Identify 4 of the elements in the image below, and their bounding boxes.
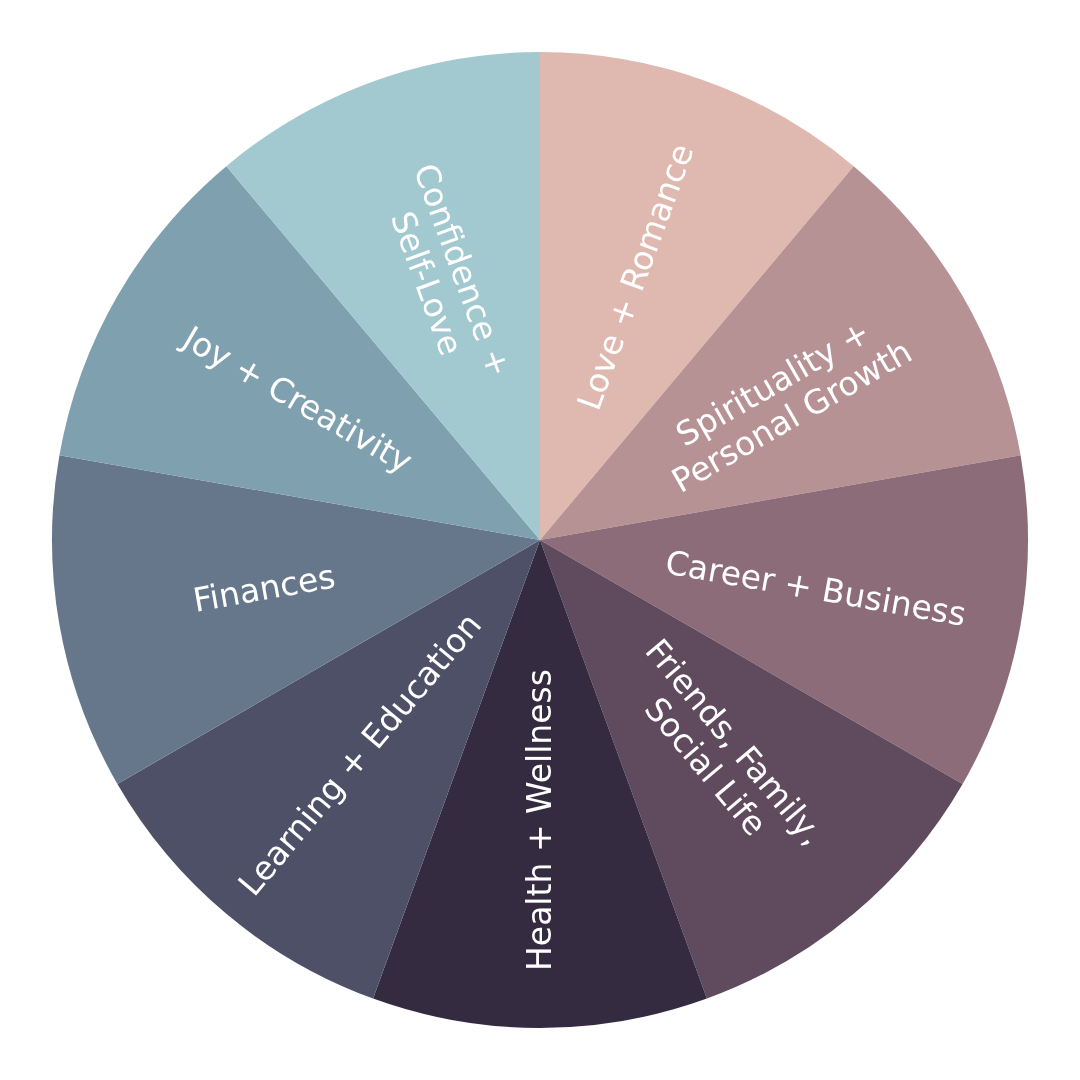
segment-label: Finances: [190, 557, 339, 620]
wheel-segment: [59, 166, 540, 540]
segment-label: Career + Business: [662, 543, 969, 634]
segment-label: Health + Wellness: [521, 669, 559, 971]
